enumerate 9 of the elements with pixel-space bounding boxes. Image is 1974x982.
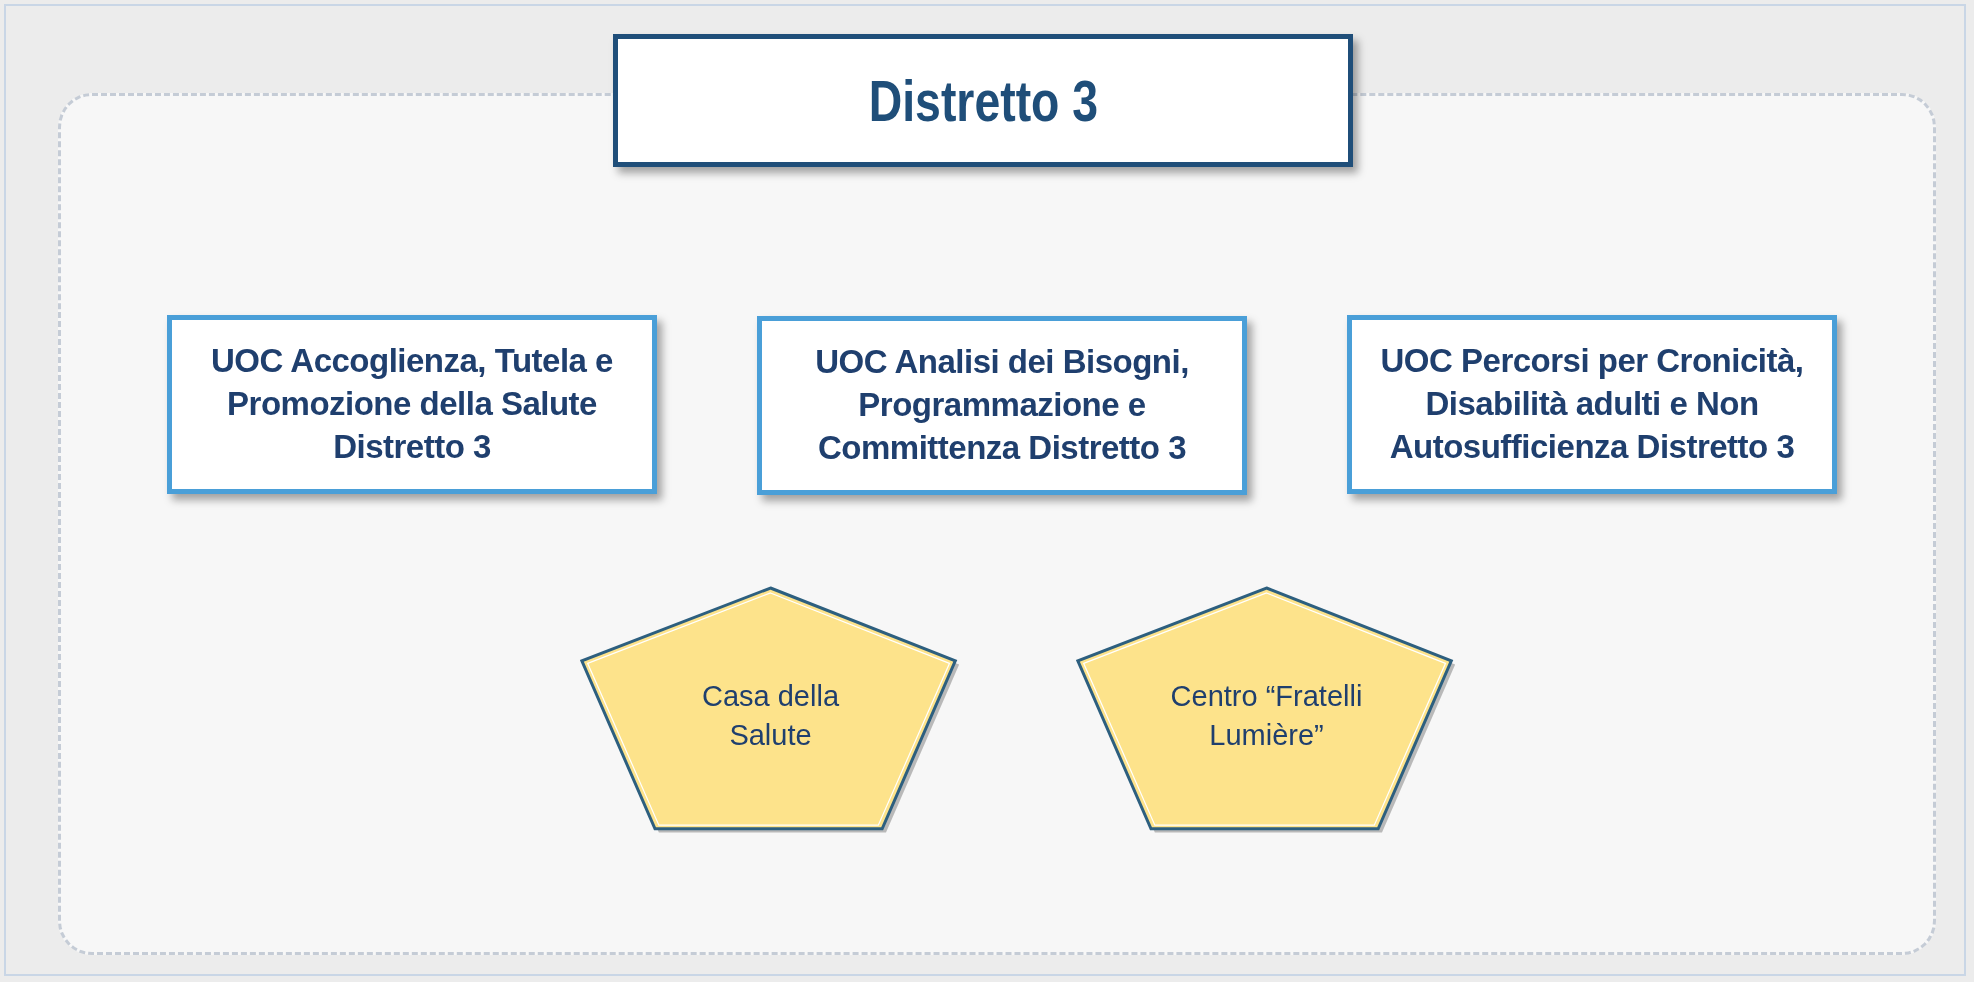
- unit-label: UOC Percorsi per Cronicità, Disabilità adulti e Non Autosufficienza Distretto 3: [1379, 341, 1805, 467]
- title-text: Distretto 3: [868, 67, 1098, 134]
- shape-label: Centro “Fratelli Lumière”: [1169, 678, 1364, 754]
- unit-box: [757, 316, 1247, 495]
- unit-box: [167, 315, 657, 494]
- unit-box: [1347, 315, 1837, 494]
- shape-label: Casa della Salute: [701, 678, 840, 754]
- unit-label: UOC Accoglienza, Tutela e Promozione della Salute Distretto 3: [210, 341, 614, 467]
- unit-label: UOC Analisi dei Bisogni, Programmazione e Committenza Distretto 3: [814, 342, 1190, 468]
